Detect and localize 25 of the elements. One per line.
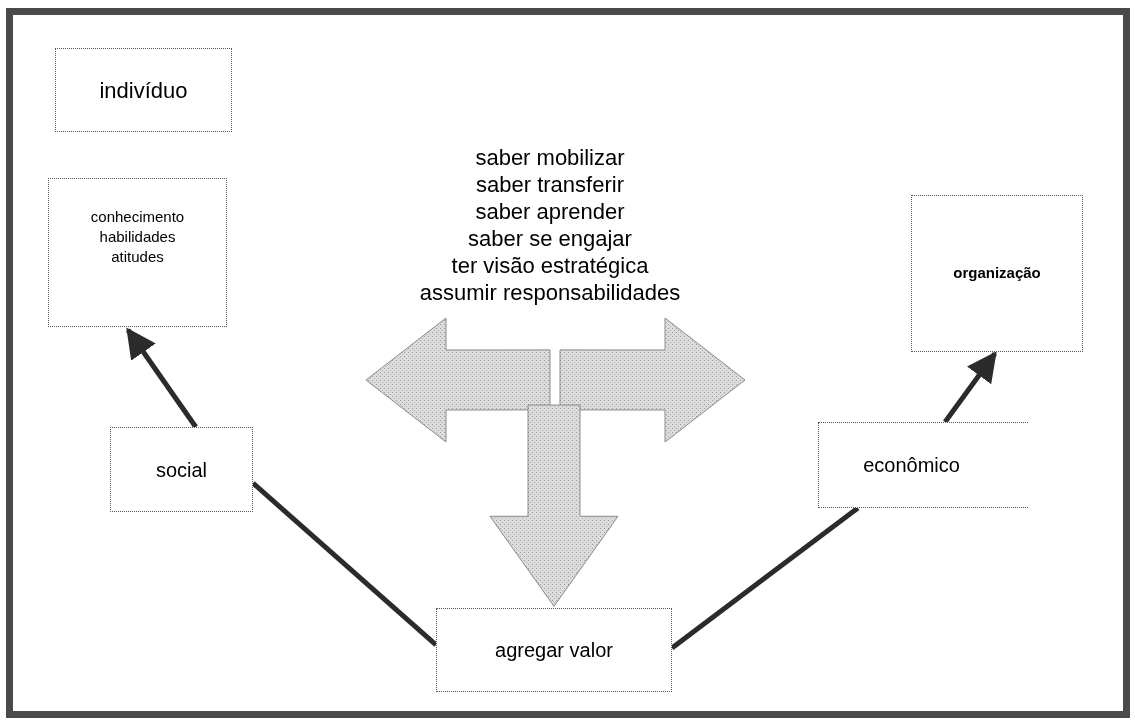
label-text: indivíduo xyxy=(99,76,188,105)
label-box xyxy=(911,195,1083,352)
label-text: ter visão estratégica xyxy=(451,252,649,279)
label-text: conhecimento xyxy=(90,206,185,227)
label-text: saber mobilizar xyxy=(475,144,625,171)
label-text: saber se engajar xyxy=(468,225,632,252)
label-text: atitudes xyxy=(111,246,164,267)
label-text: econômico xyxy=(863,453,960,478)
arrow xyxy=(125,327,198,429)
label-box xyxy=(48,178,227,327)
block-arrow xyxy=(559,317,746,443)
label-text: organização xyxy=(953,263,1041,284)
label-text: saber transferir xyxy=(476,171,624,198)
label-text: agregar valor xyxy=(495,638,613,663)
label-text: habilidades xyxy=(99,226,176,247)
label-text: assumir responsabilidades xyxy=(419,279,681,306)
arrow xyxy=(943,351,997,424)
label-text: social xyxy=(155,457,208,483)
block-arrow xyxy=(489,404,619,607)
label-box xyxy=(55,48,232,132)
label-text: saber aprender xyxy=(475,198,625,225)
label-box xyxy=(110,427,253,512)
label-box xyxy=(436,608,672,692)
block-arrow xyxy=(365,317,551,443)
label-box xyxy=(818,422,1028,508)
